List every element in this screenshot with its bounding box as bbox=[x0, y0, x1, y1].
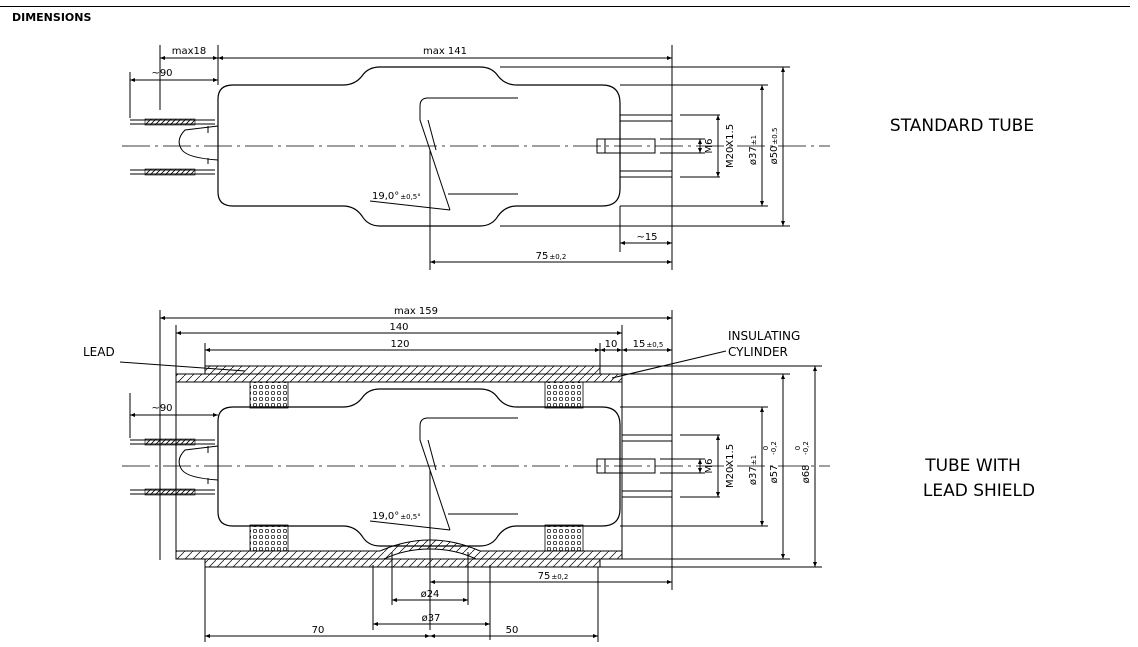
standard-tube-drawing: max18 max 141 ~90 M6 M20X1.5 ø37±1 ø50±0… bbox=[122, 45, 1034, 270]
dim-75: 75±0,2 bbox=[538, 571, 569, 582]
dim-d37: ø37±1 bbox=[748, 455, 759, 485]
m6-thread bbox=[596, 458, 656, 474]
insulating-label-2: CYLINDER bbox=[728, 345, 788, 359]
dim-d57-tol-bot: -0,2 bbox=[770, 441, 778, 455]
spacer-tl bbox=[249, 381, 289, 409]
lead-top bbox=[204, 365, 601, 375]
dim-angle: 19,0°±0,5° bbox=[372, 511, 421, 522]
dim-d57: ø57 bbox=[769, 465, 780, 484]
dim-m20: M20X1.5 bbox=[725, 444, 736, 488]
dim-d57-tol-top: 0 bbox=[762, 446, 770, 450]
dim-tilde90: ~90 bbox=[151, 68, 172, 79]
dim-d68-tol-top: 0 bbox=[794, 446, 802, 450]
dim-75: 75±0,2 bbox=[536, 251, 567, 262]
dim-d68-tol-bot: -0,2 bbox=[802, 441, 810, 455]
m6-thread bbox=[596, 138, 656, 154]
dim-50: 50 bbox=[506, 625, 519, 636]
insulating-label-1: INSULATING bbox=[728, 329, 800, 343]
standard-tube-title: STANDARD TUBE bbox=[890, 116, 1034, 136]
shielded-tube-drawing: max 159 140 120 10 15±0,5 ~90 LEAD INSUL… bbox=[83, 306, 1035, 642]
dim-70: 70 bbox=[312, 625, 325, 636]
dim-d37: ø37±1 bbox=[748, 135, 759, 165]
page-title: DIMENSIONS bbox=[12, 11, 92, 24]
lead-leader bbox=[119, 361, 246, 372]
dim-d24: ø24 bbox=[421, 589, 440, 600]
anode-edge bbox=[427, 119, 437, 151]
cable-bottom bbox=[144, 488, 196, 496]
spacer-bl bbox=[249, 524, 289, 552]
dim-d50: ø50±0.5 bbox=[769, 128, 780, 165]
dim-m6: M6 bbox=[704, 139, 715, 154]
header-rule bbox=[0, 6, 1130, 7]
dim-15: 15±0,5 bbox=[633, 339, 664, 350]
tube-body bbox=[217, 66, 621, 227]
anode-edge bbox=[427, 439, 437, 471]
cable-bottom bbox=[144, 168, 196, 176]
dim-d68: ø68 bbox=[801, 465, 812, 484]
dim-tilde15: ~15 bbox=[636, 232, 657, 243]
lead-label: LEAD bbox=[83, 345, 115, 359]
dim-140: 140 bbox=[389, 322, 408, 333]
dim-10: 10 bbox=[605, 339, 618, 350]
cable-top bbox=[144, 438, 196, 446]
dim-m20: M20X1.5 bbox=[725, 124, 736, 168]
cable-top bbox=[144, 118, 196, 126]
dim-max18: max18 bbox=[172, 46, 207, 57]
dim-max141: max 141 bbox=[423, 46, 467, 57]
spacer-tr bbox=[544, 381, 584, 409]
cathode-cup bbox=[178, 125, 219, 161]
shielded-title-line2: LEAD SHIELD bbox=[923, 481, 1035, 501]
cathode-cup bbox=[178, 445, 219, 481]
tube-body bbox=[217, 388, 621, 547]
spacer-br bbox=[544, 524, 584, 552]
dim-d37b: ø37 bbox=[422, 613, 441, 624]
lead-bottom bbox=[204, 558, 601, 568]
dim-max159: max 159 bbox=[394, 306, 438, 317]
anode-face bbox=[419, 97, 518, 211]
dim-angle: 19,0°±0,5° bbox=[372, 191, 421, 202]
shielded-title-line1: TUBE WITH bbox=[924, 456, 1021, 476]
dim-120: 120 bbox=[390, 339, 409, 350]
anode-face bbox=[419, 417, 518, 531]
dim-tilde90: ~90 bbox=[151, 403, 172, 414]
dim-m6: M6 bbox=[704, 459, 715, 474]
insulating-cylinder-top bbox=[175, 373, 623, 383]
